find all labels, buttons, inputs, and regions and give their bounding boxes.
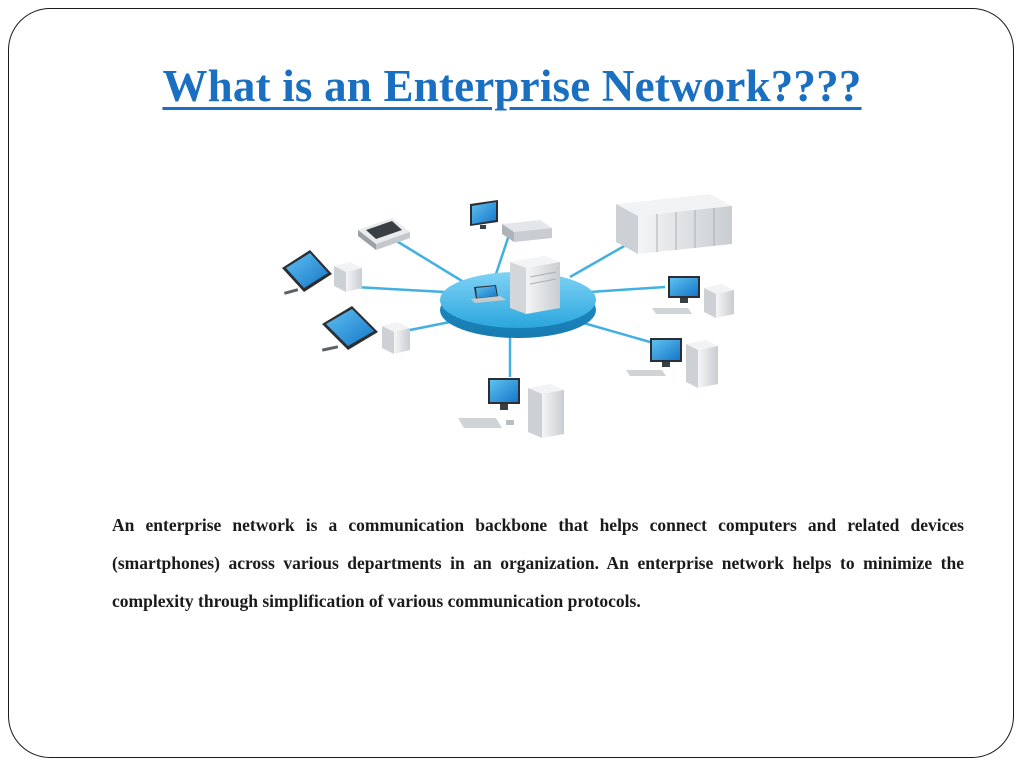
monitor-printer-icon: [470, 200, 552, 242]
network-link: [589, 285, 666, 294]
tablet-workstation-icon: [282, 250, 362, 295]
desktop-computer-icon: [652, 276, 734, 318]
slide-body-text: An enterprise network is a communication…: [112, 515, 964, 611]
desktop-computer-icon: [458, 378, 564, 438]
network-link: [579, 320, 651, 344]
hub-platform-icon: [440, 256, 596, 338]
scanner-icon: [358, 218, 410, 250]
slide-title: What is an Enterprise Network????: [162, 61, 862, 111]
server-tower-icon: [510, 256, 560, 314]
server-rack-icon: [616, 194, 732, 254]
tablet-workstation-icon: [321, 306, 410, 354]
laptop-icon: [471, 285, 506, 303]
network-diagram-illustration: [282, 194, 734, 438]
network-link: [354, 285, 446, 294]
network-link: [493, 231, 512, 278]
desktop-computer-icon: [626, 338, 718, 388]
